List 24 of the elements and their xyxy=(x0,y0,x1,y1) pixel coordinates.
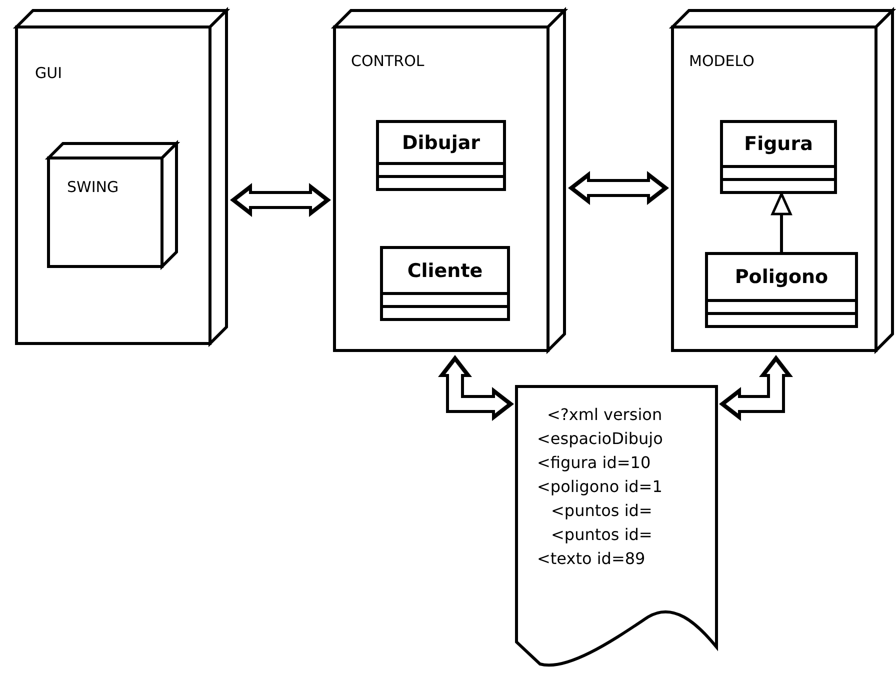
xml-line: <?xml version xyxy=(547,404,662,426)
xml-line: <espacioDibujo xyxy=(537,428,663,450)
class-box xyxy=(380,246,510,321)
block-arrow xyxy=(438,355,514,421)
xml-line: <puntos id= xyxy=(551,524,652,546)
class-name: Dibujar xyxy=(402,132,480,154)
block-arrow xyxy=(568,171,669,205)
node-label: CONTROL xyxy=(351,52,424,70)
class-box xyxy=(720,120,837,194)
node-label: SWING xyxy=(67,178,119,196)
xml-line: <texto id=89 xyxy=(537,548,646,570)
block-arrow xyxy=(230,183,331,217)
inheritance-arrow xyxy=(771,192,792,252)
node-label: GUI xyxy=(35,64,62,82)
class-box xyxy=(705,252,858,328)
node-label: MODELO xyxy=(689,52,754,70)
class-box xyxy=(376,120,506,191)
xml-line: <figura id=10 xyxy=(537,452,651,474)
class-name: Poligono xyxy=(734,266,828,288)
class-name: Figura xyxy=(744,133,813,155)
xml-line: <poligono id=1 xyxy=(537,476,662,498)
class-name: Cliente xyxy=(407,260,483,282)
block-arrow xyxy=(719,355,793,421)
xml-line: <puntos id= xyxy=(551,500,652,522)
